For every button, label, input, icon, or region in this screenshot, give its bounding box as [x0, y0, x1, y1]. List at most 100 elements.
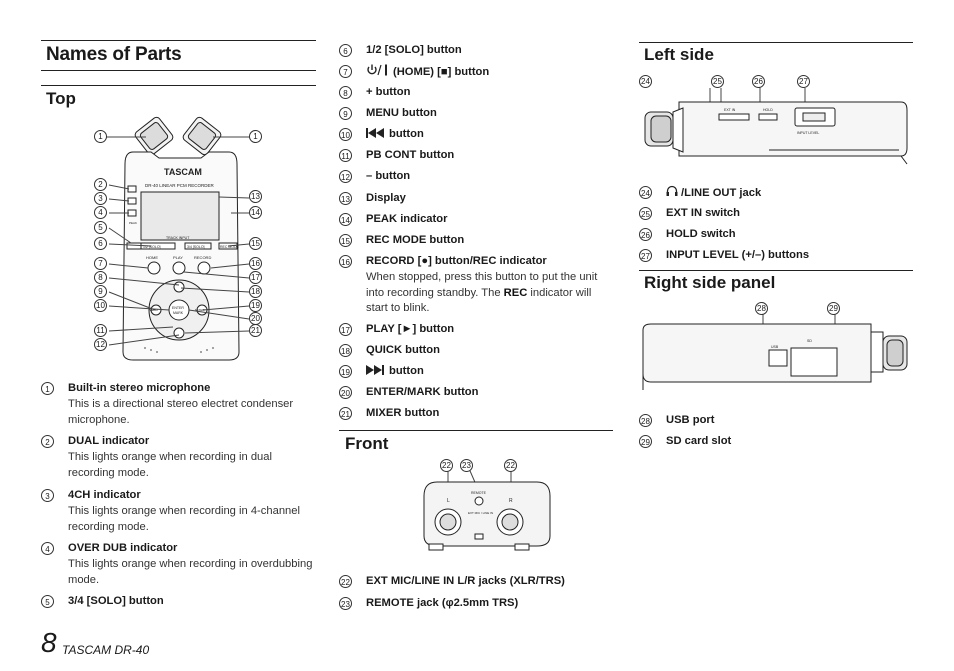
item-number-badge: 6 — [339, 44, 352, 57]
front-label-r: R — [509, 498, 513, 504]
callout-number: 16 — [249, 257, 262, 270]
item-label-text: EXT MIC/LINE IN L/R jacks (XLR/TRS) — [366, 575, 565, 587]
item-label: 1/2 [SOLO] button — [366, 43, 462, 59]
callout-number: 23 — [460, 459, 473, 472]
item-label: INPUT LEVEL (+/–) buttons — [666, 248, 809, 264]
item-label: 4CH indicator — [68, 488, 141, 504]
item-label: Display — [366, 191, 406, 207]
item-label-text: REMOTE jack (φ2.5mm TRS) — [366, 597, 519, 609]
callout-number: 27 — [797, 75, 810, 88]
rule — [41, 85, 316, 86]
item-label-text: OVER DUB indicator — [68, 542, 178, 554]
item-number-badge: 28 — [639, 414, 652, 427]
page-number: 8 — [41, 627, 57, 658]
item-label: REC MODE button — [366, 233, 464, 249]
item-label-text: Built-in stereo microphone — [68, 382, 211, 394]
item-label-text: PLAY [►] button — [366, 323, 455, 335]
callout-number: 29 — [827, 302, 840, 315]
callout-number: 3 — [94, 192, 107, 205]
callout-number: 2 — [94, 178, 107, 191]
rule — [639, 270, 913, 271]
callout-number: 1 — [249, 130, 262, 143]
item-label-text: SD card slot — [666, 435, 732, 447]
item-label: button — [366, 364, 424, 381]
left-label-extin: EXT IN — [724, 108, 736, 112]
item-number-badge: 9 — [339, 107, 352, 120]
device-record-label: RECORD — [194, 255, 211, 260]
item-label-text: EXT IN switch — [666, 207, 740, 219]
callout-number: 22 — [504, 459, 517, 472]
item-number-badge: 15 — [339, 234, 352, 247]
callout-number: 4 — [94, 206, 107, 219]
device-home-label: HOME — [146, 255, 158, 260]
left-mic-capsule — [134, 116, 174, 156]
callout-number: 19 — [249, 299, 262, 312]
item-label-text: QUICK button — [366, 344, 440, 356]
item-label-text: REC MODE button — [366, 234, 465, 246]
right-mic-capsule — [182, 116, 222, 156]
item-label-text: 1/2 [SOLO] button — [366, 44, 462, 56]
item-number-badge: 29 — [639, 435, 652, 448]
heading-left-side: Left side — [644, 45, 714, 64]
item-label: PLAY [►] button — [366, 322, 454, 338]
item-label-text: PB CONT button — [366, 149, 455, 161]
item-number-badge: 2 — [41, 435, 54, 448]
callout-number: 14 — [249, 206, 262, 219]
callout-number: 10 — [94, 299, 107, 312]
left-label-input-level: INPUT LEVEL — [797, 131, 819, 135]
item-description: This lights orange when recording in ove… — [68, 558, 313, 586]
right-side-illustration: USB SD — [642, 312, 908, 390]
item-label-text: USB port — [666, 414, 715, 426]
heading-top: Top — [46, 89, 76, 108]
item-label: QUICK button — [366, 343, 440, 359]
item-label: OVER DUB indicator — [68, 541, 177, 557]
device-track-label: TRACK INPUT — [166, 236, 190, 240]
item-label-text: button — [389, 365, 424, 377]
item-label: /LINE OUT jack — [666, 185, 761, 203]
left-side-illustration: EXT IN HOLD INPUT LEVEL — [644, 88, 908, 165]
item-number-badge: 1 — [41, 382, 54, 395]
item-number-badge: 26 — [639, 228, 652, 241]
front-label-remote: REMOTE — [471, 491, 487, 495]
item-label: USB port — [666, 413, 714, 429]
item-label: SD card slot — [666, 434, 731, 450]
rule — [639, 42, 913, 43]
skip-forward-icon — [366, 365, 386, 381]
item-label-text: 3/4 [SOLO] button — [68, 595, 164, 607]
item-label: EXT MIC/LINE IN L/R jacks (XLR/TRS) — [366, 574, 565, 590]
callout-number: 17 — [249, 271, 262, 284]
callout-number: 24 — [639, 75, 652, 88]
item-label: MIXER button — [366, 406, 439, 422]
item-number-badge: 13 — [339, 192, 352, 205]
item-number-badge: 27 — [639, 249, 652, 262]
power-icon — [366, 64, 390, 82]
callout-number: 8 — [94, 271, 107, 284]
item-description: This is a directional stereo electret co… — [68, 398, 294, 426]
callout-number: 12 — [94, 338, 107, 351]
item-label-text: + button — [366, 86, 411, 98]
item-label: RECORD [●] button/REC indicator — [366, 254, 547, 270]
item-label: (HOME) [■] button — [366, 64, 489, 82]
item-label-text: (HOME) [■] button — [393, 66, 490, 78]
callout-number: 6 — [94, 237, 107, 250]
device-mixer-label: MIXER — [195, 308, 205, 312]
left-label-hold: HOLD — [763, 108, 773, 112]
item-number-badge: 5 — [41, 595, 54, 608]
device-model: DR-40 LINEAR PCM RECORDER — [145, 183, 215, 188]
callout-number: 5 — [94, 221, 107, 234]
front-label-ext: EXT MIC / LINE IN — [468, 511, 493, 515]
item-number-badge: 17 — [339, 323, 352, 336]
device-peak-label: PEAK — [129, 221, 137, 225]
item-label-text: MIXER button — [366, 407, 440, 419]
item-label-text: DUAL indicator — [68, 435, 150, 447]
item-description: When stopped, press this button to put t… — [366, 271, 598, 314]
item-label-text: /LINE OUT jack — [681, 187, 762, 199]
device-recmode-label: REC MODE — [220, 245, 240, 249]
item-number-badge: 14 — [339, 213, 352, 226]
item-label-text: RECORD [●] button/REC indicator — [366, 255, 547, 267]
item-label: button — [366, 127, 424, 144]
device-menu-label: MENU — [149, 308, 158, 312]
heading-right-side: Right side panel — [644, 273, 776, 292]
item-label-text: PEAK indicator — [366, 213, 448, 225]
item-number-badge: 11 — [339, 149, 352, 162]
